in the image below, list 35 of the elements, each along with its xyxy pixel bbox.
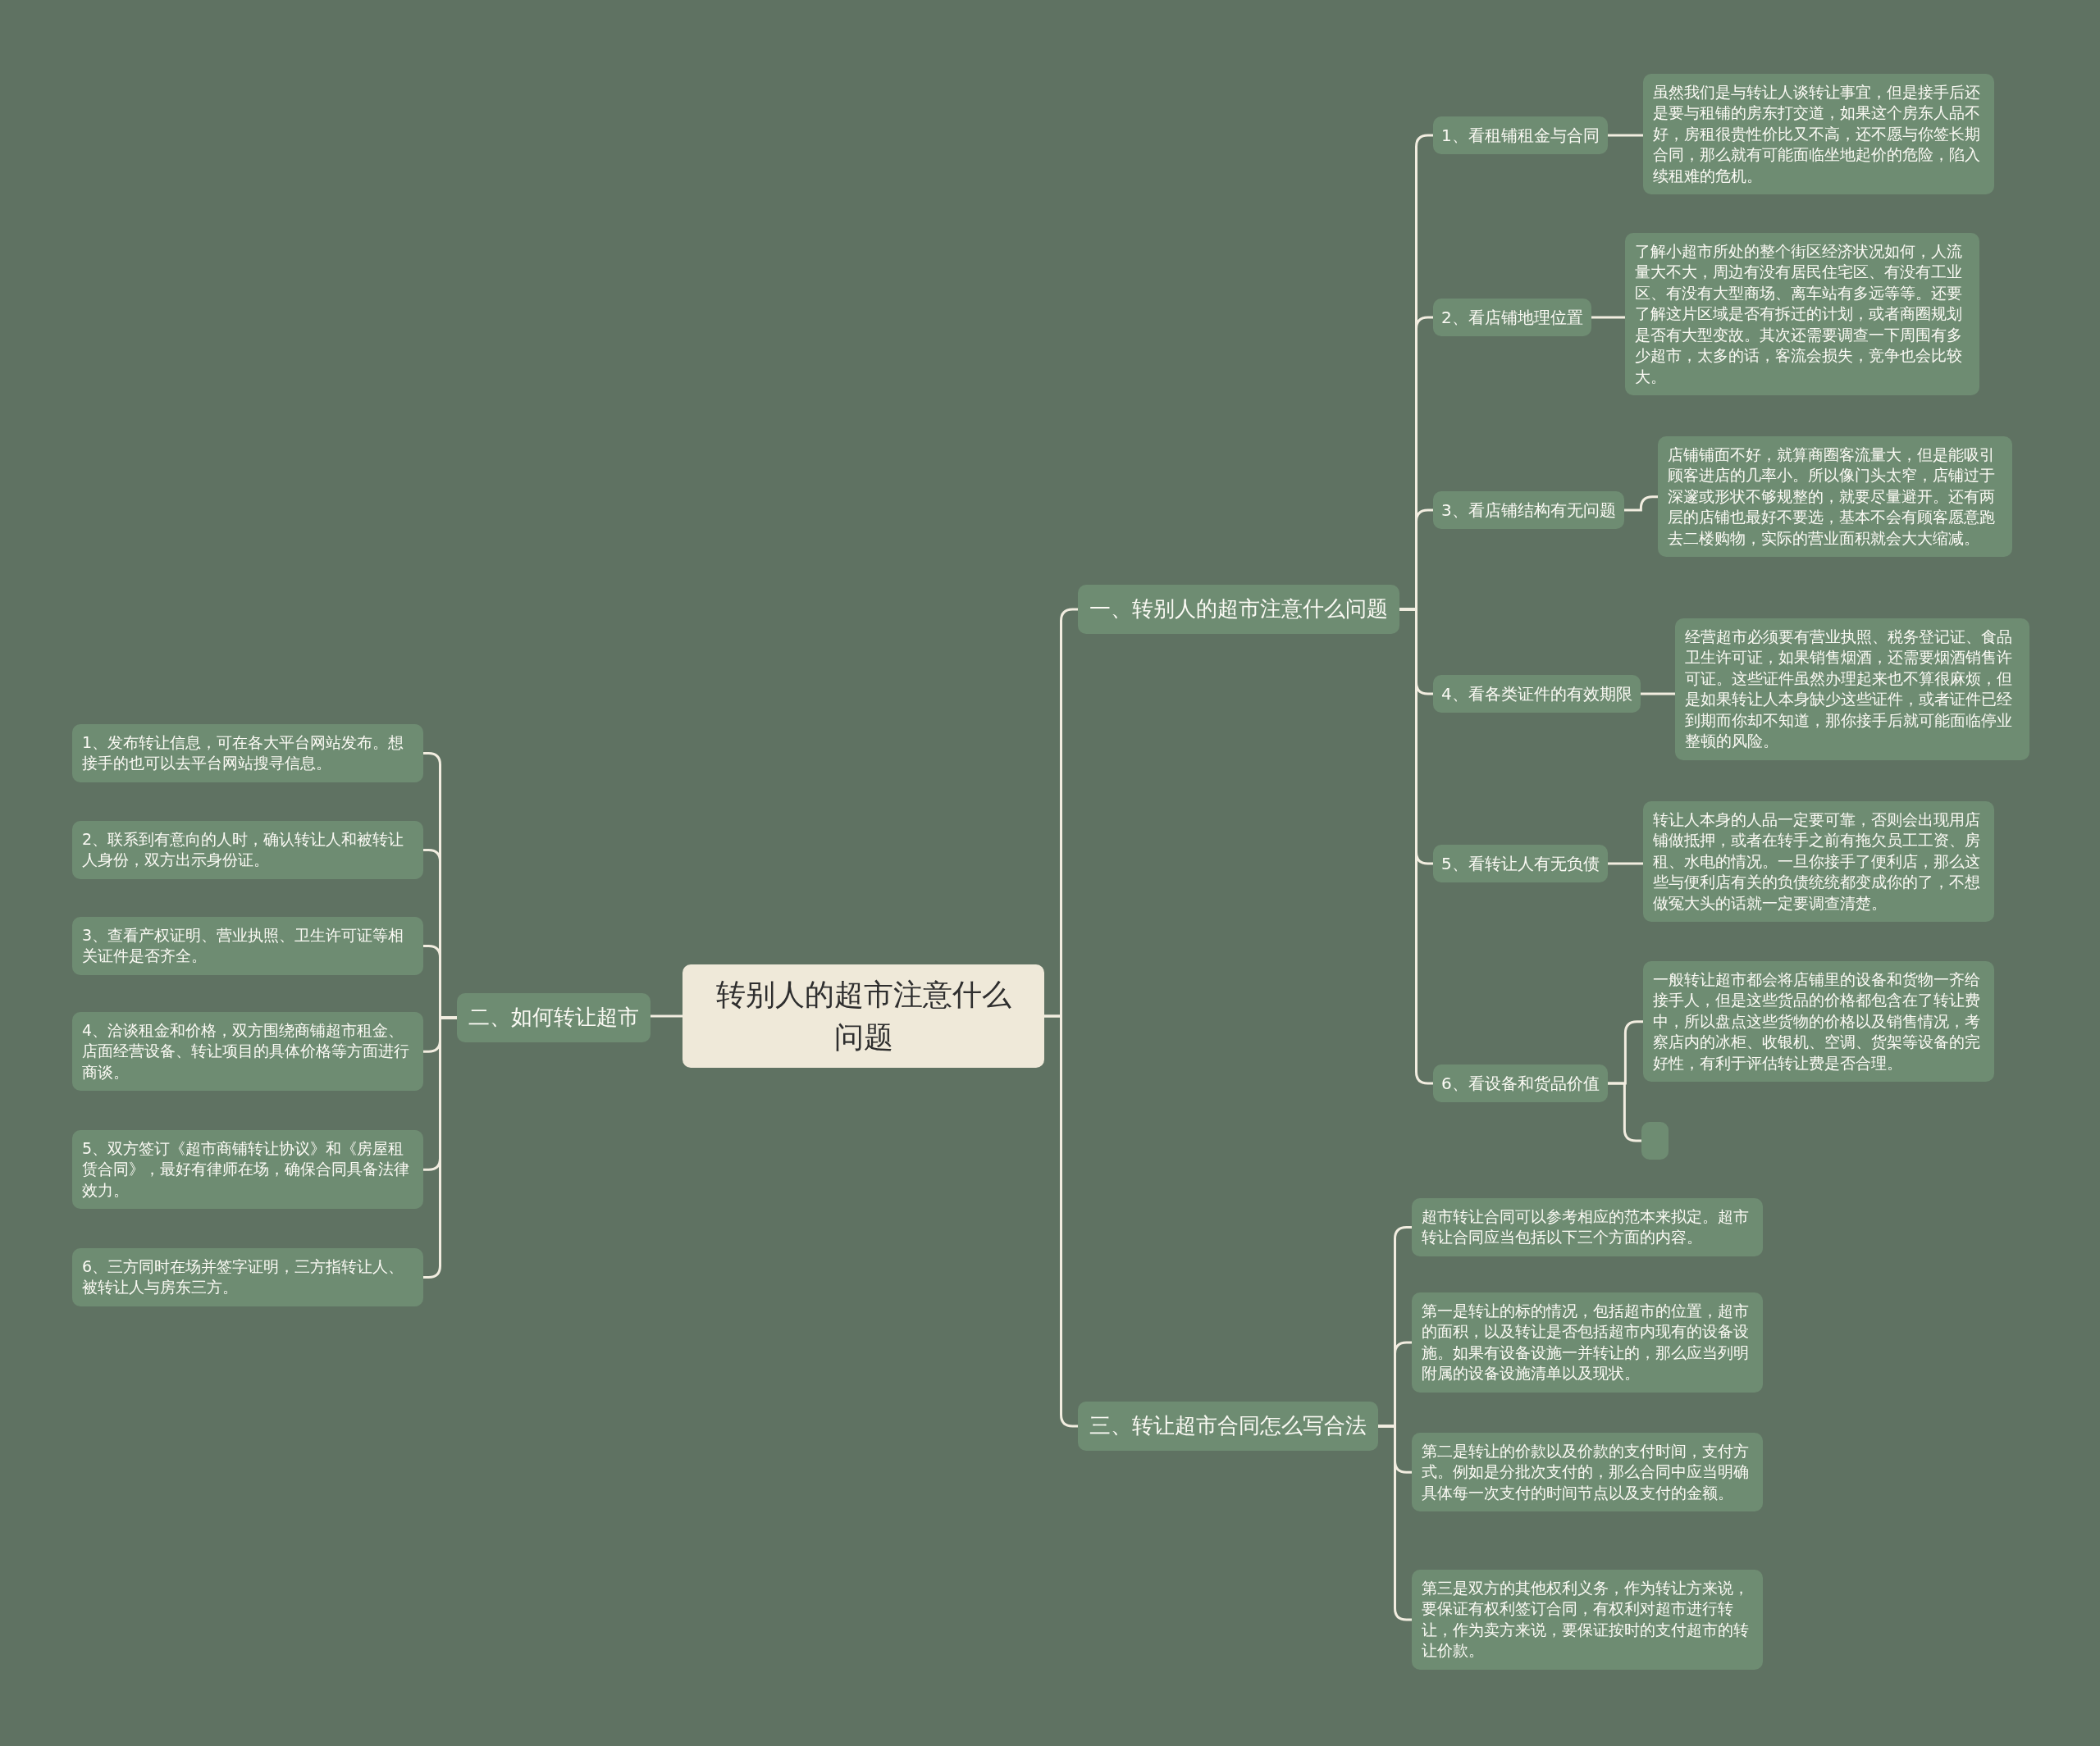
- note-box: 2、联系到有意向的人时，确认转让人和被转让人身份，双方出示身份证。: [72, 821, 423, 879]
- connector-line: [1378, 1425, 1412, 1621]
- note-box: 第二是转让的价款以及价款的支付时间，支付方式。例如是分批次支付的，那么合同中应当明确具体每一次支付的时间节点以及支付的金额。: [1412, 1433, 1763, 1512]
- note-box: 经营超市必须要有营业执照、税务登记证、食品卫生许可证，如果销售烟酒，还需要烟酒销售许可证。这些证件虽然办理起来也不算很麻烦，但是如果转让人本身缺少这些证件，或者证件已经到期而你却不知道，那你接手后就可能面临停业整顿的风险。: [1675, 618, 2029, 760]
- subtopic-box: 1、看租铺租金与合同: [1433, 116, 1608, 154]
- note-box: 第三是双方的其他权利义务，作为转让方来说，要保证有权利签订合同，有权利对超市进行转让，作为卖方来说，要保证按时的支付超市的转让价款。: [1412, 1570, 1763, 1670]
- note-box: 1、发布转让信息，可在各大平台网站发布。想接手的也可以去平台网站搜寻信息。: [72, 724, 423, 782]
- note-box: 店铺铺面不好，就算商圈客流量大，但是能吸引顾客进店的几率小。所以像门头太窄，店铺过于深邃或形状不够规整的，就要尽量避开。还有两层的店铺也最好不要选，基本不会有顾客愿意跑去二楼购物，实际的营业面积就会大大缩减。: [1658, 436, 2012, 558]
- connector-line: [1607, 134, 1643, 137]
- subtopic-box: 6、看设备和货品价值: [1433, 1064, 1608, 1102]
- connector-line: [1591, 316, 1625, 319]
- connector-line: [1044, 1014, 1078, 1428]
- note-box: 超市转让合同可以参考相应的范本来拟定。超市转让合同应当包括以下三个方面的内容。: [1412, 1198, 1763, 1256]
- note-box: 虽然我们是与转让人谈转让事宜，但是接手后还是要与租铺的房东打交道，如果这个房东人品不好，房租很贵性价比又不高，还不愿与你签长期合同，那么就有可能面临坐地起价的危险，陷入续租难的危机。: [1643, 74, 1994, 195]
- connector-line: [1623, 495, 1658, 512]
- connector-line: [1640, 692, 1675, 695]
- note-box: 转让人本身的人品一定要可靠，否则会出现用店铺做抵押，或者在转手之前有拖欠员工工资、房租、水电的情况。一旦你接手了便利店，那么这些与便利店有关的负债统统都变成你的了，不想做冤大头的话就一定要调查清楚。: [1643, 801, 1994, 923]
- central-topic-box: 转别人的超市注意什么问题: [682, 964, 1044, 1068]
- note-box: 4、洽谈租金和价格，双方围绕商铺超市租金、店面经营设备、转让项目的具体价格等方面进行商谈。: [72, 1012, 423, 1092]
- connector-line: [651, 1014, 682, 1018]
- subtopic-box: 4、看各类证件的有效期限: [1433, 675, 1641, 713]
- note-box: 了解小超市所处的整个街区经济状况如何，人流量大不大，周边有没有居民住宅区、有没有工业区、有没有大型商场、离车站有多远等等。还要了解这片区域是否有拆迁的计划，或者商圈规划是否有大型变故。其次还需要调查一下周围有多少超市，太多的话，客流会损失，竞争也会比较大。: [1625, 233, 1979, 396]
- subtopic-box: 2、看店铺地理位置: [1433, 299, 1591, 336]
- subtopic-box: 5、看转让人有无负债: [1433, 845, 1608, 882]
- note-box: 6、三方同时在场并签字证明，三方指转让人、被转让人与房东三方。: [72, 1248, 423, 1306]
- subtopic-box: 3、看店铺结构有无问题: [1433, 491, 1624, 529]
- note-box: 3、查看产权证明、营业执照、卫生许可证等相关证件是否齐全。: [72, 917, 423, 975]
- note-box: 第一是转让的标的情况，包括超市的位置，超市的面积，以及转让是否包括超市内现有的设备设施。如果有设备设施一并转让的，那么应当列明附属的设备设施清单以及现状。: [1412, 1292, 1763, 1393]
- note-box: 5、双方签订《超市商铺转让协议》和《房屋租赁合同》，最好有律师在场，确保合同具备法律效力。: [72, 1130, 423, 1210]
- connector-line: [1607, 862, 1643, 865]
- note-box: 一般转让超市都会将店铺里的设备和货物一齐给接手人，但是这些货品的价格都包含在了转让费中，所以盘点这些货物的价格以及销售情况，考察店内的冰柜、收银机、空调、货架等设备的完好性，有利于评估转让费是否合理。: [1643, 961, 1994, 1083]
- topic-box: 一、转别人的超市注意什么问题: [1078, 585, 1399, 634]
- topic-box: 二、如何转让超市: [457, 993, 651, 1042]
- topic-box: 三、转让超市合同怎么写合法: [1078, 1402, 1378, 1451]
- empty-box: [1641, 1122, 1669, 1160]
